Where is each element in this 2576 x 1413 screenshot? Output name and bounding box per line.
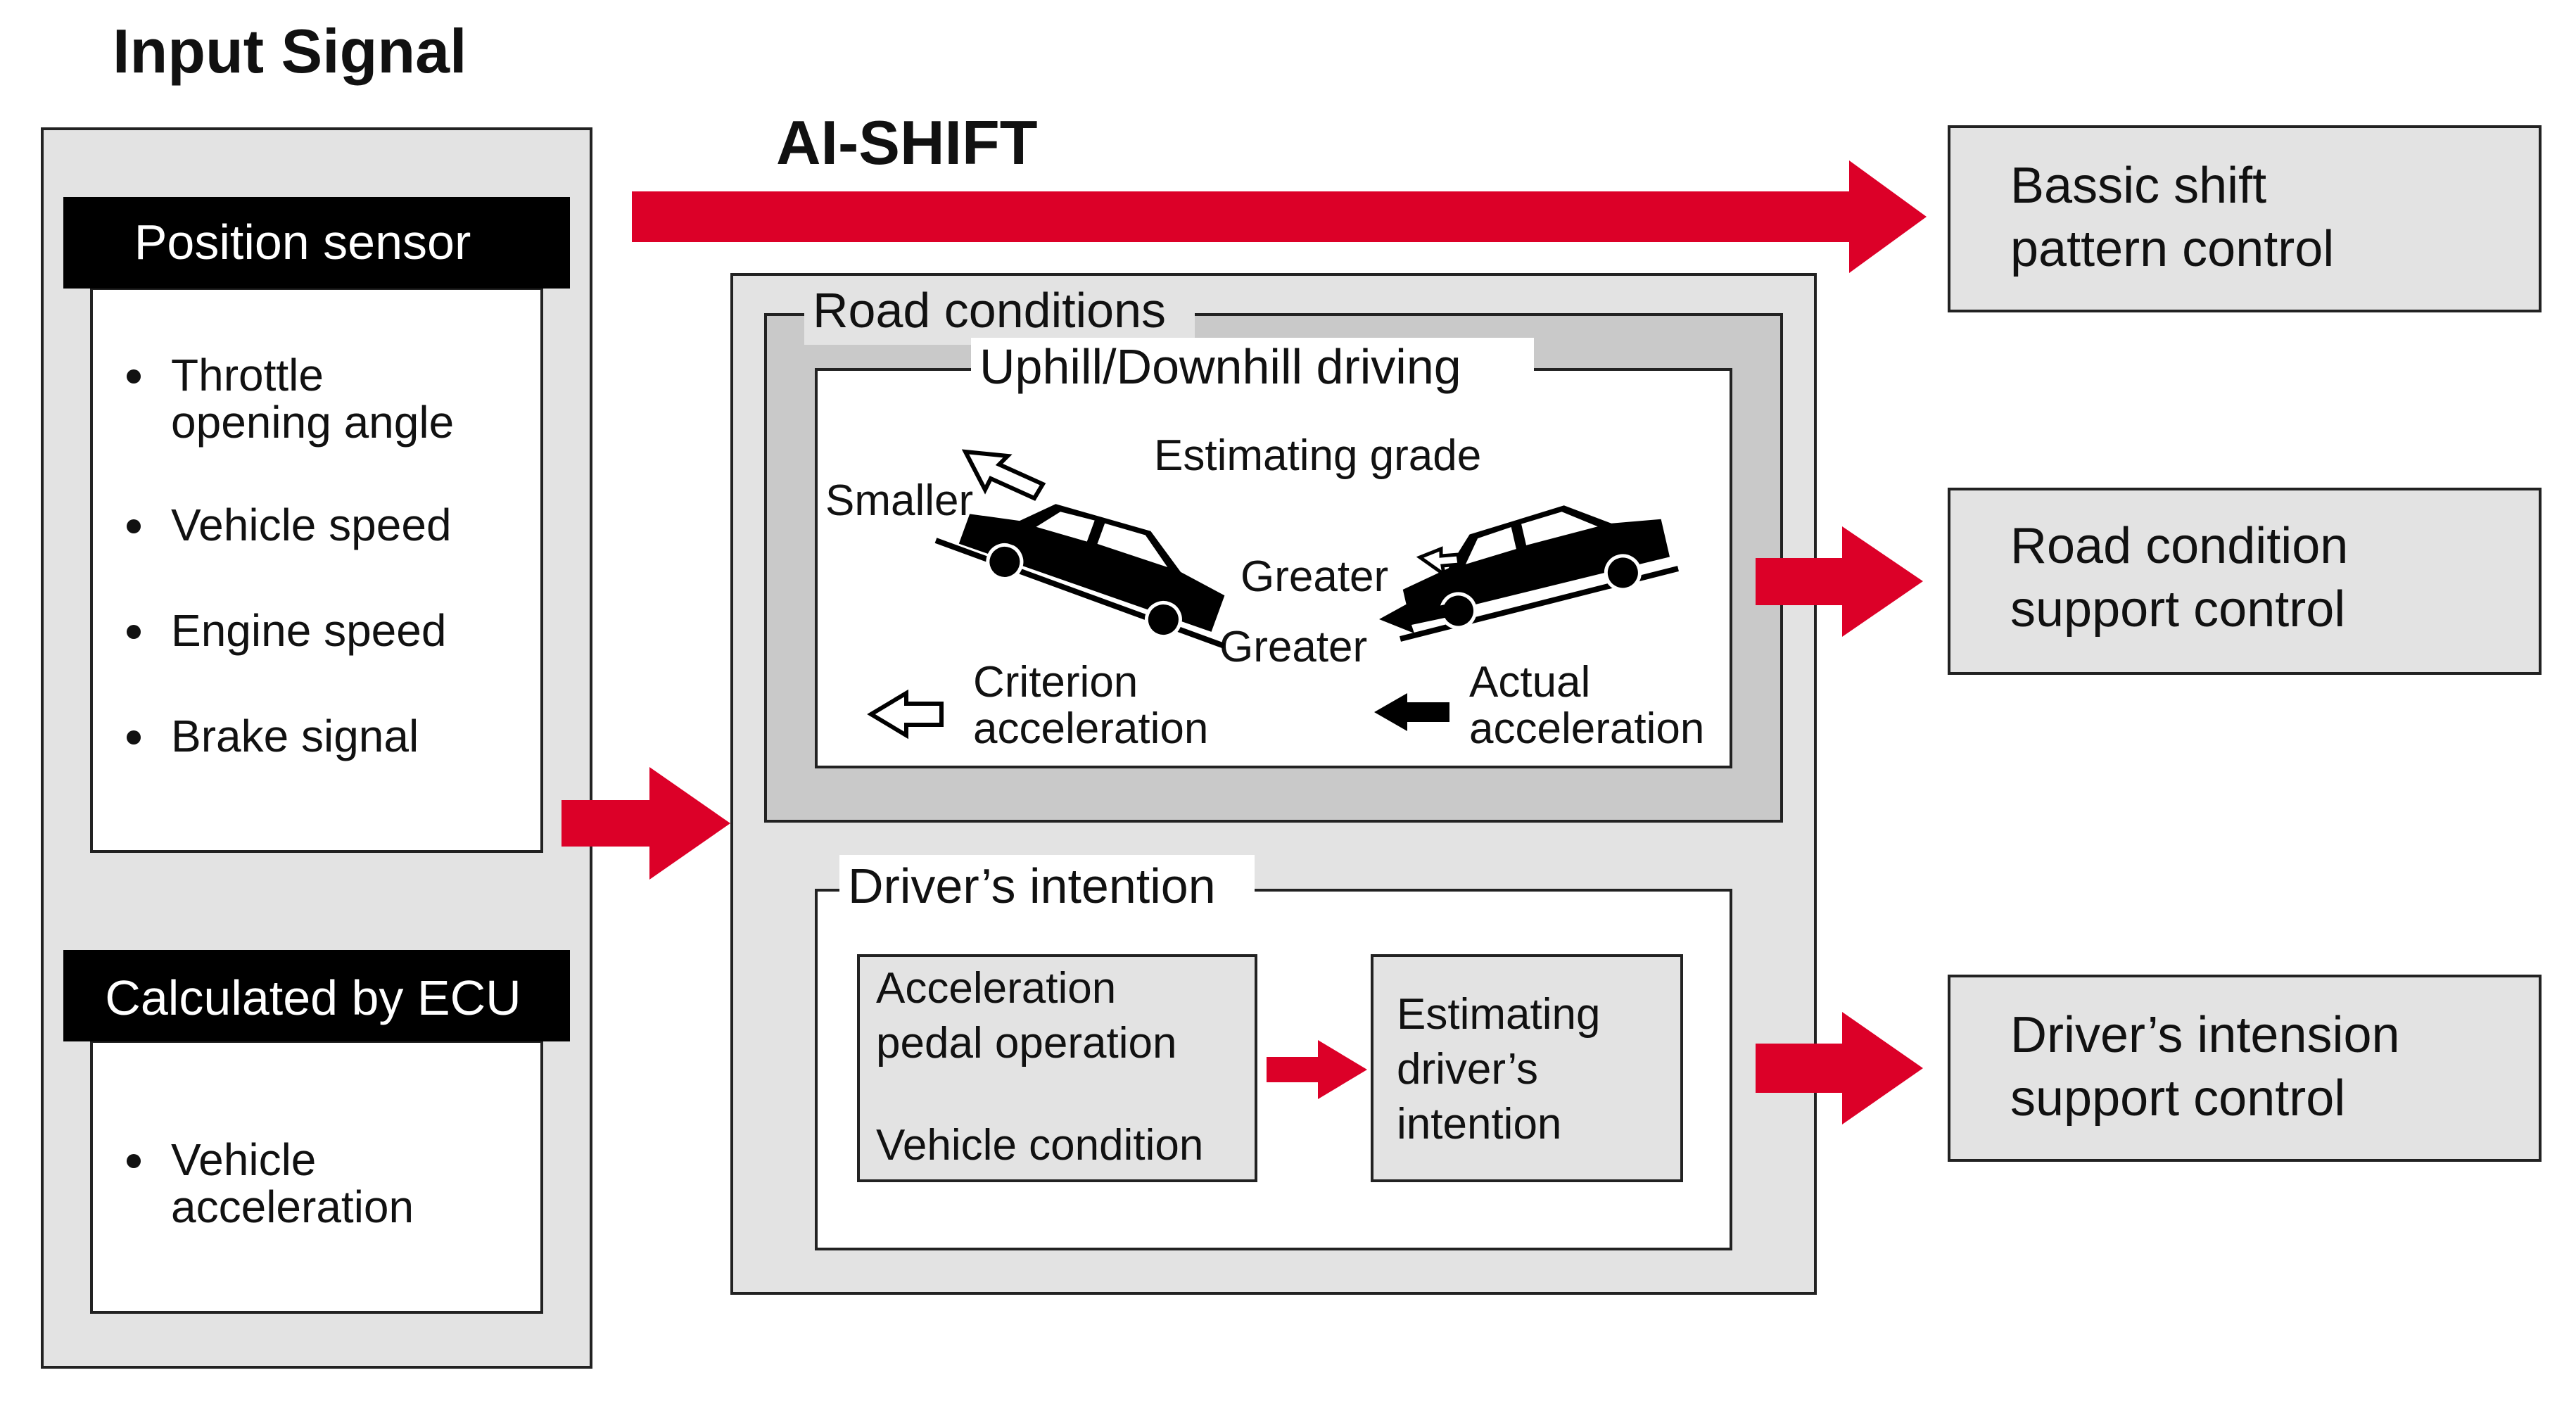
- vehicle-condition-text: Vehicle condition: [876, 1121, 1203, 1170]
- list-item-text: Vehicle speed: [171, 500, 452, 550]
- uphill-downhill-label: Uphill/Downhill driving: [979, 339, 1461, 394]
- criterion-legend-arrow-icon: [867, 689, 944, 740]
- black-actual-arrow-icon: [1379, 602, 1458, 633]
- road-conditions-label: Road conditions: [813, 283, 1166, 338]
- small-hollow-arrow-icon: [1416, 546, 1461, 578]
- small-criterion-arrow-icon: [967, 526, 1017, 547]
- list-item-text: Vehicle: [171, 1134, 316, 1185]
- position-sensor-header-label: Position sensor: [134, 215, 471, 270]
- road-output-arrow: [1756, 526, 1923, 637]
- estimating-grade-label: Estimating grade: [1154, 431, 1481, 480]
- accel-pedal-text: pedal operation: [876, 1019, 1176, 1067]
- ecu-header-label: Calculated by ECU: [105, 970, 521, 1025]
- criterion-label: Criterion: [973, 658, 1138, 706]
- estimating-intention-text: driver’s: [1397, 1045, 1538, 1094]
- intention-flow-arrow: [1267, 1040, 1367, 1099]
- driver-output-arrow: [1756, 1012, 1923, 1124]
- uphill-downhill-label-bg: [971, 338, 1534, 401]
- list-item-text: acceleration: [171, 1181, 414, 1232]
- output-text: Bassic shift: [2010, 158, 2266, 214]
- ecu-list-box: [90, 1040, 543, 1314]
- drivers-intention-label-bg: [839, 855, 1255, 918]
- bullet-icon: [127, 519, 141, 533]
- bullet-icon: [127, 625, 141, 639]
- basic-shift-output-box: [1948, 125, 2542, 312]
- estimating-intention-text: Estimating: [1397, 990, 1600, 1039]
- actual-label: acceleration: [1469, 704, 1704, 753]
- output-text: support control: [2010, 581, 2345, 638]
- accel-pedal-text: Acceleration: [876, 964, 1116, 1013]
- position-sensor-list-box: [90, 287, 543, 853]
- output-text: support control: [2010, 1070, 2345, 1127]
- greater-bottom-label: Greater: [1219, 623, 1367, 671]
- ai-shift-to-basic-arrow: [632, 160, 1927, 273]
- criterion-label: acceleration: [973, 704, 1208, 753]
- road-conditions-label-bg: [804, 281, 1195, 345]
- input-to-ai-shift-arrow: [561, 767, 730, 880]
- large-hollow-arrow-icon: [961, 449, 1046, 501]
- ecu-items: Vehicle acceleration: [127, 1134, 414, 1232]
- input-signal-title: Input Signal: [113, 16, 467, 86]
- bullet-icon: [127, 1154, 141, 1168]
- estimating-intention-text: intention: [1397, 1100, 1561, 1148]
- actual-legend-arrow-icon: [1374, 693, 1449, 731]
- output-text: pattern control: [2010, 221, 2334, 277]
- driver-intension-output-box: [1948, 975, 2542, 1162]
- list-item-text: Brake signal: [171, 711, 419, 761]
- position-sensor-items: Throttle opening angle Vehicle speed Eng…: [127, 350, 454, 761]
- output-text: Driver’s intension: [2010, 1007, 2400, 1063]
- position-sensor-header: [63, 197, 570, 289]
- bullet-icon: [127, 730, 141, 744]
- output-text: Road condition: [2010, 518, 2348, 574]
- greater-top-label: Greater: [1241, 552, 1388, 601]
- ecu-header: [63, 950, 570, 1041]
- list-item-text: Throttle: [171, 350, 324, 400]
- accel-pedal-box: [857, 954, 1257, 1182]
- smaller-label: Smaller: [825, 476, 973, 525]
- list-item-text: Engine speed: [171, 605, 446, 656]
- bullet-icon: [127, 369, 141, 384]
- estimating-intention-box: [1371, 954, 1683, 1182]
- drivers-intention-label: Driver’s intention: [848, 858, 1216, 913]
- actual-label: Actual: [1469, 658, 1590, 706]
- road-condition-output-box: [1948, 488, 2542, 675]
- ai-shift-title: AI-SHIFT: [776, 108, 1038, 177]
- list-item-text: opening angle: [171, 397, 454, 448]
